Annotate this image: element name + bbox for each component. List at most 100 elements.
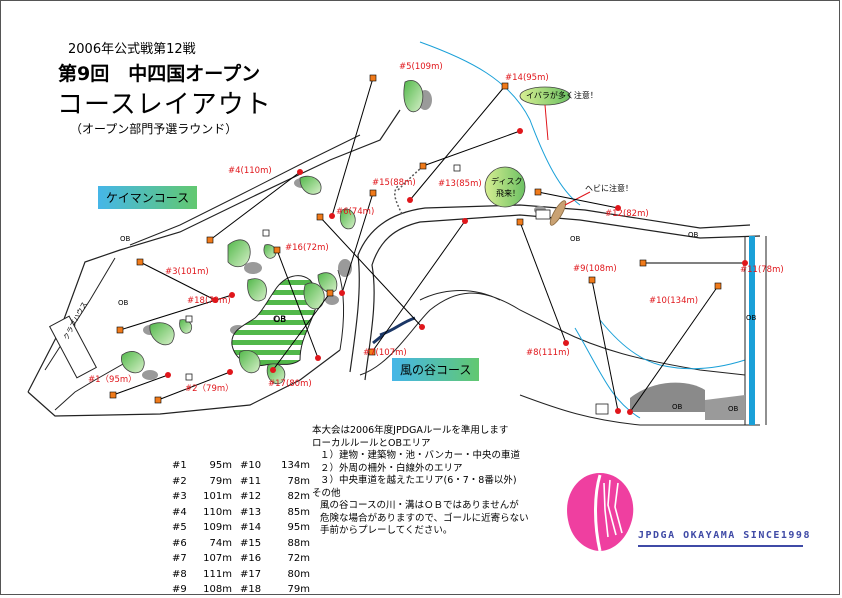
hole-5-tee [369, 74, 377, 82]
ibara-warning: イバラが多く注意！ [526, 91, 598, 100]
green-patch [121, 351, 145, 374]
green-patch [247, 278, 267, 302]
hole-number: #1 [172, 460, 187, 471]
hole-12-basket [615, 205, 621, 211]
hole-15-basket [339, 290, 345, 296]
jpdga-peach-logo [567, 473, 634, 552]
ob-label: OB [746, 314, 757, 322]
hole-2-line [157, 371, 231, 401]
hole-lines [112, 77, 745, 413]
ob-area-right-2 [705, 395, 745, 420]
hole-6-line [319, 216, 423, 328]
ob-area-right [630, 382, 705, 412]
keiman-course-label: ケイマンコース [98, 186, 198, 209]
hole-15-line [341, 192, 374, 294]
hole-2-basket [227, 369, 233, 375]
hole-3-line [139, 261, 216, 301]
green-patch [263, 244, 277, 259]
river-upper [419, 41, 581, 206]
hole-14-tee [501, 82, 509, 90]
basket-chains-icon [603, 479, 623, 538]
hole-10-line [629, 285, 719, 413]
hole-3-basket [212, 297, 218, 303]
rules-note: 風の谷コースの川・溝はＯＢではありませんが [320, 500, 519, 511]
hole-distance: 110m [203, 506, 232, 518]
hole-14-line [409, 85, 506, 201]
hole-distance: 78m [287, 475, 310, 487]
layout-subtitle: （オープン部門予選ラウンド） [70, 122, 238, 136]
dotted-path [397, 164, 426, 191]
river-mid [599, 319, 746, 370]
hole-18-basket [229, 292, 235, 298]
hole-16-line [276, 249, 319, 359]
rules-line: 本大会は2006年度JPDGAルールを準用します [312, 425, 509, 436]
snake-warning: ヘビに注意！ [585, 184, 633, 193]
hole-4-label: #4(110m) [228, 166, 272, 176]
hole-2-label: #2（79m） [185, 384, 234, 394]
hole-15-tee [369, 189, 377, 197]
hole-distance: 79m [209, 475, 232, 487]
central-ob-label: OB [274, 315, 286, 324]
hole-7-line [371, 220, 466, 353]
hole-11-basket [742, 260, 748, 266]
hole-17-basket [270, 367, 276, 373]
logo-underline [638, 545, 803, 547]
building [453, 164, 461, 172]
hole-18-tee [116, 326, 124, 334]
disc-warning-badge [484, 166, 526, 208]
hole-4-tee [206, 236, 214, 244]
bunker [244, 262, 262, 274]
hole-12-label: #12(82m) [605, 209, 649, 219]
kazenotani-boundary [359, 290, 746, 376]
hole-16-tee [273, 246, 281, 254]
stream [372, 316, 416, 345]
ob-label: OB [118, 299, 129, 307]
hole-8-basket [563, 340, 569, 346]
hole-distance: 79m [287, 584, 310, 595]
hole-12-tee [534, 188, 542, 196]
hole-1-label: #1（95m） [88, 375, 137, 385]
hole-17-line [272, 292, 331, 371]
hole-number: #11 [240, 475, 262, 487]
hole-distance: 109m [203, 522, 232, 533]
building [185, 315, 193, 323]
hole-distance: 72m [287, 553, 310, 564]
hole-1-line [112, 374, 169, 396]
hole-4-basket [297, 169, 303, 175]
hole-5-line [331, 77, 374, 217]
hole-17-tee [326, 289, 334, 297]
peach-crease [594, 474, 602, 552]
building [262, 229, 270, 237]
ob-label: OB [728, 405, 739, 413]
hole-distance: 74m [209, 537, 232, 549]
hole-2-tee [154, 396, 162, 404]
hole-distance: 85m [287, 506, 310, 518]
hole-13-basket [517, 128, 523, 134]
hole-number: #18 [240, 584, 262, 595]
ob-label: OB [273, 315, 286, 325]
disc-warning-line2: 飛来！ [496, 189, 520, 198]
hole-number: #14 [240, 522, 262, 533]
rules-item: ３）中央車道を越えたエリア(6・7・8番以外) [320, 475, 517, 486]
hole-6-label: #6(74m) [336, 207, 375, 217]
hole-7-basket [462, 218, 468, 224]
hole-13-tee [419, 162, 427, 170]
hole-distance: 134m [281, 460, 310, 471]
hole-10-basket [627, 409, 633, 415]
building [535, 209, 551, 220]
building [595, 403, 609, 415]
ob-label: OB [672, 403, 683, 411]
hole-15-label: #15(88m) [372, 178, 416, 188]
rules-block: 本大会は2006年度JPDGAルールを準用します ローカルルールとOBエリア １… [312, 425, 529, 538]
bunker [142, 370, 158, 380]
snake-pointer [564, 191, 591, 206]
hole-9-line [591, 279, 619, 412]
